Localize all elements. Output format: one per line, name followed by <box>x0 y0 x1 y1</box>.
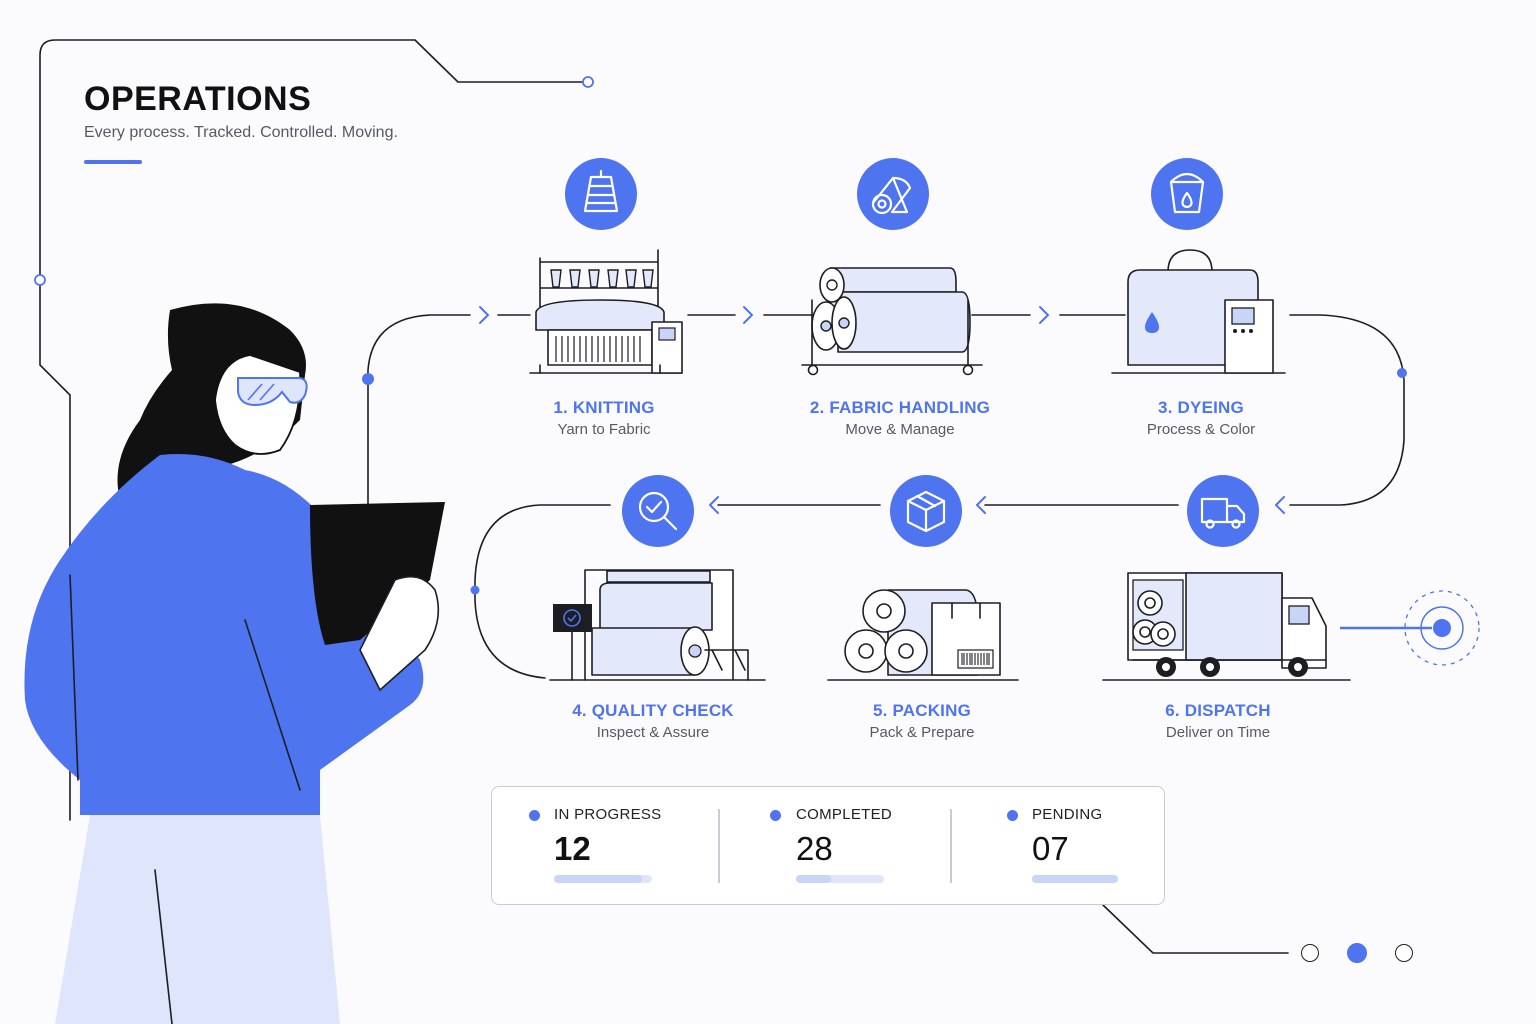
magnifier-check-icon <box>622 475 694 547</box>
page-dot[interactable] <box>1301 944 1319 962</box>
header-frame <box>34 39 594 821</box>
flow-connectors <box>362 306 1407 954</box>
step-dispatch-label[interactable]: 6. DISPATCH <box>1165 701 1271 720</box>
stat-progress-fill <box>1032 875 1118 883</box>
stat-value: 28 <box>796 830 833 867</box>
stat-in-progress[interactable]: IN PROGRESS 12 <box>492 787 718 904</box>
step-packing-label[interactable]: 5. PACKING <box>872 701 972 720</box>
step-fabric-handling-sub: Move & Manage <box>845 421 955 438</box>
dispatch-signal <box>1340 590 1480 666</box>
dye-bucket-icon <box>1151 158 1223 230</box>
stat-progress-bar <box>1032 875 1118 883</box>
step-dispatch-sub: Deliver on Time <box>1165 724 1271 741</box>
step-fabric-handling-label[interactable]: 2. FABRIC HANDLING <box>809 398 991 417</box>
packing-station <box>827 589 1019 681</box>
title-underline <box>84 160 142 164</box>
stat-completed[interactable]: COMPLETED 28 <box>719 787 951 904</box>
stat-label: PENDING <box>1032 806 1103 823</box>
page-dot[interactable] <box>1395 944 1413 962</box>
step-knitting-label[interactable]: 1. KNITTING <box>553 398 655 417</box>
page-subtitle: Every process. Tracked. Controlled. Movi… <box>84 124 398 141</box>
stat-progress-bar <box>554 875 652 883</box>
stat-divider <box>718 809 720 883</box>
box-icon <box>890 475 962 547</box>
step-dyeing-sub: Process & Color <box>1146 421 1256 438</box>
step-knitting-sub: Yarn to Fabric <box>557 421 651 438</box>
step-dyeing-label[interactable]: 3. DYEING <box>1158 398 1244 417</box>
fabric-roll-icon <box>857 158 929 230</box>
dispatch-truck <box>1102 572 1351 681</box>
stat-pending[interactable]: PENDING 07 <box>951 787 1163 904</box>
page-title: OPERATIONS <box>84 80 312 118</box>
yarn-spool-icon <box>565 158 637 230</box>
stat-label: COMPLETED <box>796 806 893 823</box>
stat-progress-bar <box>796 875 884 883</box>
fabric-cart <box>801 267 983 376</box>
stat-progress-fill <box>796 875 832 883</box>
truck-icon <box>1187 475 1259 547</box>
step-packing-sub: Pack & Prepare <box>869 724 975 741</box>
step-quality-check-label[interactable]: 4. QUALITY CHECK <box>572 701 734 720</box>
status-dot <box>1007 810 1018 821</box>
page-dot[interactable] <box>1347 943 1367 963</box>
status-dot <box>770 810 781 821</box>
inspection-machine <box>549 569 766 681</box>
stat-value: 12 <box>554 830 591 867</box>
dyeing-machine <box>1111 249 1286 374</box>
status-panel: IN PROGRESS 12 COMPLETED 28 PENDING 07 <box>491 786 1165 905</box>
stat-value: 07 <box>1032 830 1069 867</box>
stat-label: IN PROGRESS <box>554 806 662 823</box>
knitting-machine <box>529 249 683 374</box>
stat-divider <box>950 809 952 883</box>
worker-illustration <box>24 303 445 1024</box>
status-dot <box>529 810 540 821</box>
step-quality-check-sub: Inspect & Assure <box>596 724 710 741</box>
stat-progress-fill <box>554 875 643 883</box>
